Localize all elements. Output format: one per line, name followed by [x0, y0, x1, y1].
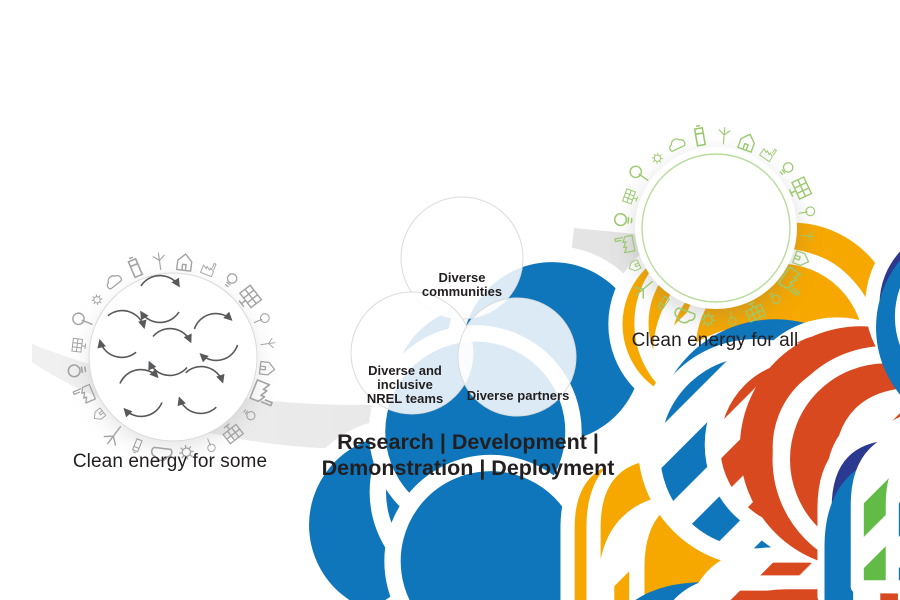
cycle-arrows-icon [177, 396, 217, 415]
gear-doodle-icon [649, 150, 666, 167]
tree-doodle-icon [252, 311, 272, 328]
right-circle-group [613, 124, 900, 600]
lightbulb-doodle-icon [777, 160, 796, 178]
wind-turbine-doodle-icon [259, 337, 277, 350]
venn-partners-circle [457, 297, 577, 417]
cycle-arrows-icon [148, 360, 188, 377]
lightbulb-doodle-icon [613, 212, 633, 228]
left-circle-group [66, 219, 784, 600]
house-doodle-icon [258, 360, 277, 377]
cycle-arrows-icon [119, 368, 159, 384]
cycle-arrows-icon [140, 274, 180, 288]
right-circle-ring [641, 153, 791, 303]
wind-turbine-doodle-icon [152, 251, 167, 271]
right-circle [635, 147, 797, 309]
battery-doodle-icon [693, 124, 706, 147]
venn-partners-label: Diverse partners [466, 388, 570, 403]
cycled-person [193, 219, 784, 600]
cycled-person [119, 307, 686, 600]
venn-diagram [350, 196, 900, 600]
process-text: Research | Development | Demonstration |… [322, 429, 615, 481]
left-caption: Clean energy for some [72, 451, 268, 472]
cycle-arrows-icon [123, 402, 163, 418]
tree-doodle-icon [627, 163, 652, 186]
cloud-doodle-icon [666, 135, 687, 153]
cycle-arrows-icon [107, 309, 147, 330]
cycle-arrows-icon [185, 365, 225, 384]
venn-nrel-teams-label: Diverse and inclusive NREL teams [366, 363, 444, 406]
lightbulb-doodle-icon [222, 271, 240, 290]
cycle-arrows-icon [193, 311, 233, 330]
wind-turbine-doodle-icon [717, 126, 731, 145]
left-circle [89, 273, 257, 441]
right-caption: Clean energy for all [631, 330, 799, 351]
solar-panel-doodle-icon [71, 337, 87, 354]
tree-doodle-icon [70, 310, 95, 331]
left-circle-ring [88, 272, 258, 442]
cycled-person [148, 327, 643, 600]
house-doodle-icon [737, 131, 758, 153]
solar-panel-doodle-icon [622, 188, 640, 206]
factory-doodle-icon [759, 143, 778, 163]
gear-doodle-icon [88, 291, 106, 308]
cycle-arrows-icon [97, 338, 137, 359]
cycle-arrows-icon [152, 327, 192, 344]
left-people-group [97, 219, 784, 600]
house-doodle-icon [91, 407, 107, 423]
factory-doodle-icon [200, 259, 217, 278]
cycled-person [140, 274, 637, 600]
wind-turbine-doodle-icon [101, 421, 127, 449]
cycle-arrows-icon [199, 344, 239, 363]
venn-communities-label: Diverse communities [421, 270, 503, 299]
process-line1: Research | Development | [337, 430, 599, 454]
cycled-person [97, 309, 576, 600]
battery-doodle-icon [126, 255, 143, 279]
process-line2: Demonstration | Deployment [321, 456, 615, 480]
house-doodle-icon [175, 252, 194, 272]
cycled-person [177, 365, 664, 600]
cycle-arrows-icon [140, 310, 180, 324]
cloud-doodle-icon [103, 271, 124, 291]
